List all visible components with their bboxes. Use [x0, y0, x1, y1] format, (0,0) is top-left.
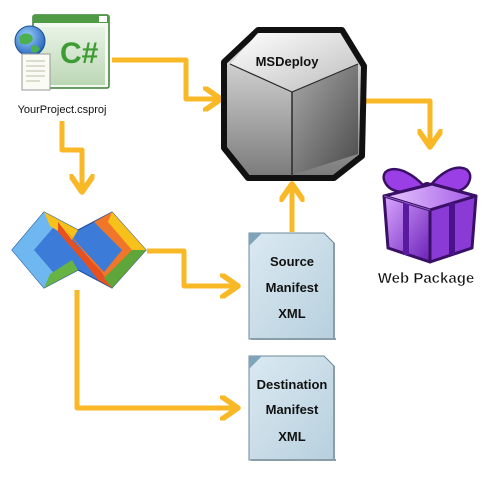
arrow-msbuild-to-source-manifest: [147, 248, 236, 286]
svg-text:C#: C#: [60, 37, 99, 70]
web-package-node: Web Package: [378, 166, 478, 287]
gift-box-icon: [382, 166, 478, 264]
arrow-msdeploy-to-package: [362, 98, 430, 145]
destination-manifest-node: Destination Manifest XML: [248, 355, 336, 461]
destination-manifest-line2: Manifest: [266, 402, 319, 417]
msdeploy-label: MSDeploy: [256, 54, 320, 69]
source-manifest-line2: Manifest: [266, 280, 319, 295]
msbuild-node: [11, 211, 147, 289]
connector-arrows: [59, 57, 430, 408]
arrow-project-to-msbuild: [59, 121, 82, 190]
document-icon: [248, 232, 336, 340]
destination-manifest-line3: XML: [278, 429, 306, 444]
arrow-project-to-msdeploy: [112, 57, 219, 99]
web-package-label: Web Package: [378, 270, 474, 287]
source-manifest-line1: Source: [270, 254, 314, 269]
destination-manifest-line1: Destination: [257, 377, 328, 392]
source-manifest-node: Source Manifest XML: [248, 232, 336, 340]
cube-icon: [221, 27, 367, 181]
visual-studio-logo-icon: [11, 211, 147, 289]
project-node: C# YourProject.csproj: [14, 14, 110, 116]
document-icon: [248, 355, 336, 461]
arrow-msbuild-to-destination-manifest: [74, 290, 236, 408]
project-label: YourProject.csproj: [18, 104, 107, 116]
msdeploy-node: MSDeploy: [221, 27, 367, 181]
csharp-project-icon: C#: [14, 14, 110, 91]
source-manifest-line3: XML: [278, 306, 306, 321]
